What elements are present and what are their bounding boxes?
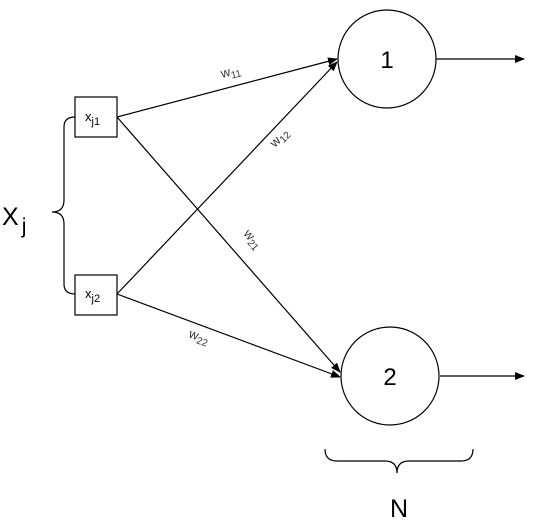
svg-text:xj1: xj1: [85, 109, 100, 128]
input-node-1: xj1: [74, 96, 118, 138]
edge-x1-to-neuron-2: [116, 116, 341, 373]
input-2-sub: j2: [91, 293, 101, 305]
weight-label-w12: w12: [266, 125, 294, 153]
output-group-brace: [324, 448, 474, 474]
output-group-label: N: [390, 495, 408, 523]
input-1-main: x: [85, 109, 92, 124]
input-1-sub: j1: [91, 116, 101, 128]
edge-x1-to-neuron-1: [116, 57, 338, 118]
neuron-2-label: 2: [383, 364, 396, 391]
input-group-label-sub: j: [21, 215, 27, 238]
neuron-1: 1: [337, 9, 437, 109]
input-group-brace: [51, 116, 76, 295]
input-node-2: xj2: [74, 274, 118, 316]
weight-label-w21: w21: [238, 225, 266, 253]
edge-x2-to-neuron-1: [116, 61, 338, 295]
neuron-2: 2: [340, 326, 440, 426]
weight-w22-sub: 22: [195, 336, 210, 350]
weight-label-w22: w22: [185, 325, 212, 349]
edge-x2-to-neuron-2: [116, 293, 341, 378]
input-group-label-main: X: [2, 203, 19, 231]
svg-text:xj2: xj2: [85, 286, 100, 305]
weight-w11-main: w: [218, 64, 232, 81]
weight-w11-sub: 11: [230, 68, 243, 81]
input-2-main: x: [85, 286, 92, 301]
weight-label-w11: w11: [218, 61, 243, 84]
neuron-1-label: 1: [380, 47, 393, 74]
